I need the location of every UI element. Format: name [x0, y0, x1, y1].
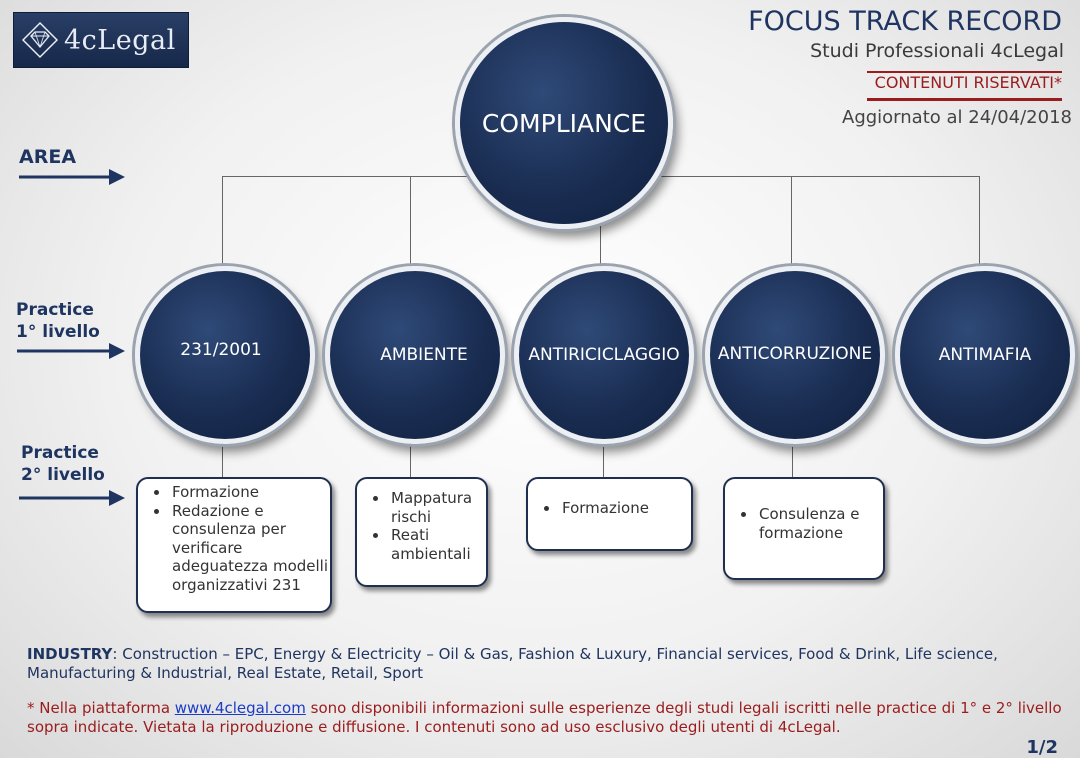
diamond-icon [21, 21, 59, 59]
practice2-label: Practice 2° livello [21, 442, 105, 486]
practice2-box-anticorruzione: Consulenza e formazione [723, 477, 885, 580]
connector-line [792, 440, 793, 478]
practice-node-label: ANTIRICICLAGGIO [528, 345, 680, 365]
area-node-compliance: COMPLIANCE [455, 17, 673, 229]
practice-node-label: ANTICORRUZIONE [717, 343, 873, 364]
practice1-label-line2: 1° livello [16, 322, 100, 342]
divider [867, 71, 1062, 73]
note-prefix: * Nella piattaforma [27, 699, 175, 717]
connector-line [603, 440, 604, 478]
arrow-right-icon [19, 169, 125, 185]
practice2-box-231: Formazione Redazione e consulenza per ve… [136, 477, 332, 613]
practice1-label-line1: Practice [16, 300, 94, 320]
practice2-label-line2: 2° livello [21, 465, 105, 485]
connector-line [600, 215, 601, 268]
practice-node-231-2001: 231/2001 [135, 266, 315, 444]
practice2-box-antiriciclaggio: Formazione [526, 477, 693, 551]
page-number: 1/2 [1026, 737, 1058, 758]
practice-node-antiriciclaggio: ANTIRICICLAGGIO [514, 266, 694, 444]
note-suffix: sono disponibili informazioni sulle espe… [27, 699, 1062, 736]
practice2-box-ambiente: Mappatura rischi Reati ambientali [355, 477, 488, 587]
practice-node-label: 231/2001 [180, 340, 262, 360]
industry-line: INDUSTRY: Construction – EPC, Energy & E… [27, 645, 1067, 682]
list-item: Redazione e consulenza per verificare ad… [170, 502, 330, 595]
practice-node-antimafia: ANTIMAFIA [895, 266, 1075, 444]
arrow-right-icon [19, 490, 125, 506]
divider [867, 98, 1062, 101]
connector-line [222, 440, 223, 478]
practice-node-ambiente: AMBIENTE [325, 266, 505, 444]
practice-node-label: AMBIENTE [380, 345, 468, 365]
industry-text: : Construction – EPC, Energy & Electrici… [27, 645, 998, 682]
page-title: FOCUS TRACK RECORD [748, 6, 1062, 37]
reserved-notice: CONTENUTI RISERVATI* [874, 73, 1062, 92]
connector-line [410, 176, 411, 268]
disclaimer-note: * Nella piattaforma www.4clegal.com sono… [27, 699, 1067, 736]
list-item: Mappatura rischi [389, 489, 486, 526]
list-item: Consulenza e formazione [757, 505, 873, 542]
industry-label: INDUSTRY [27, 645, 113, 663]
connector-line [791, 176, 792, 268]
practice1-label: Practice 1° livello [16, 299, 100, 343]
logo-text: 4cLegal [64, 24, 176, 56]
connector-line [410, 440, 411, 478]
practice-node-anticorruzione: ANTICORRUZIONE [705, 266, 885, 444]
connector-line [222, 176, 223, 268]
page-subtitle: Studi Professionali 4cLegal [810, 40, 1064, 62]
practice2-label-line1: Practice [21, 443, 99, 463]
area-label: AREA [19, 146, 77, 168]
list-item: Formazione [560, 499, 691, 518]
list-item: Reati ambientali [389, 526, 486, 563]
connector-line [979, 176, 980, 268]
updated-date: Aggiornato al 24/04/2018 [842, 107, 1072, 128]
brand-logo: 4cLegal [13, 12, 189, 68]
area-node-label: COMPLIANCE [481, 108, 647, 138]
platform-link[interactable]: www.4clegal.com [174, 699, 306, 717]
arrow-right-icon [17, 343, 125, 359]
practice-node-label: ANTIMAFIA [938, 345, 1032, 365]
list-item: Formazione [170, 483, 330, 502]
